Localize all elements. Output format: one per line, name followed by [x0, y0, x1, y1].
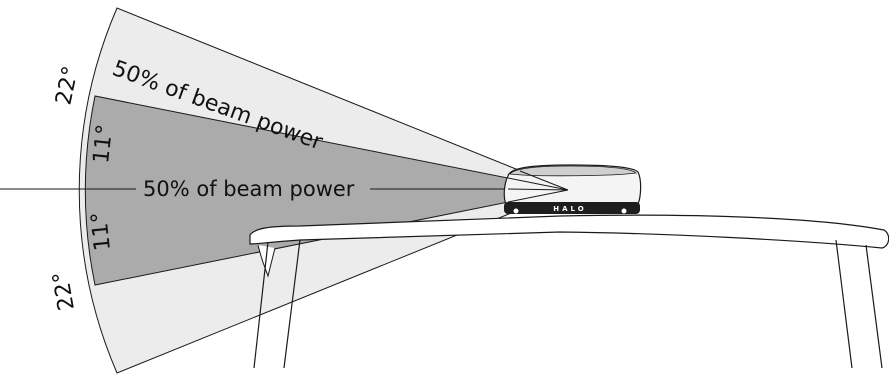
inner-angle-bottom-label: 11°: [87, 211, 116, 252]
inner-beam-cone: [84, 95, 569, 286]
post-rear-left: [835, 239, 853, 369]
inner-beam-power-label: 50% of beam power: [143, 177, 355, 201]
outer-angle-top-label: 22°: [51, 64, 84, 107]
outer-beam-upper-edge: [519, 170, 569, 191]
inner-beam-lower-edge: [507, 189, 569, 203]
radar-radome: HALO: [503, 164, 642, 214]
post-rear-right: [865, 244, 883, 369]
outer-angle-bottom-label: 22°: [49, 270, 80, 313]
radome-brand: HALO: [553, 205, 586, 213]
inner-angle-top-label: 11°: [89, 123, 118, 164]
radome-base: [504, 202, 640, 214]
post-front-left: [253, 241, 269, 369]
radome-foot-right: [621, 208, 627, 214]
beam-axis-to-source: [507, 188, 569, 191]
boat-hardtop: [249, 214, 889, 369]
radome-top: [509, 165, 637, 177]
radome-foot-left: [513, 208, 519, 214]
post-front-right: [283, 239, 301, 369]
inner-beam-upper-edge: [507, 177, 569, 191]
